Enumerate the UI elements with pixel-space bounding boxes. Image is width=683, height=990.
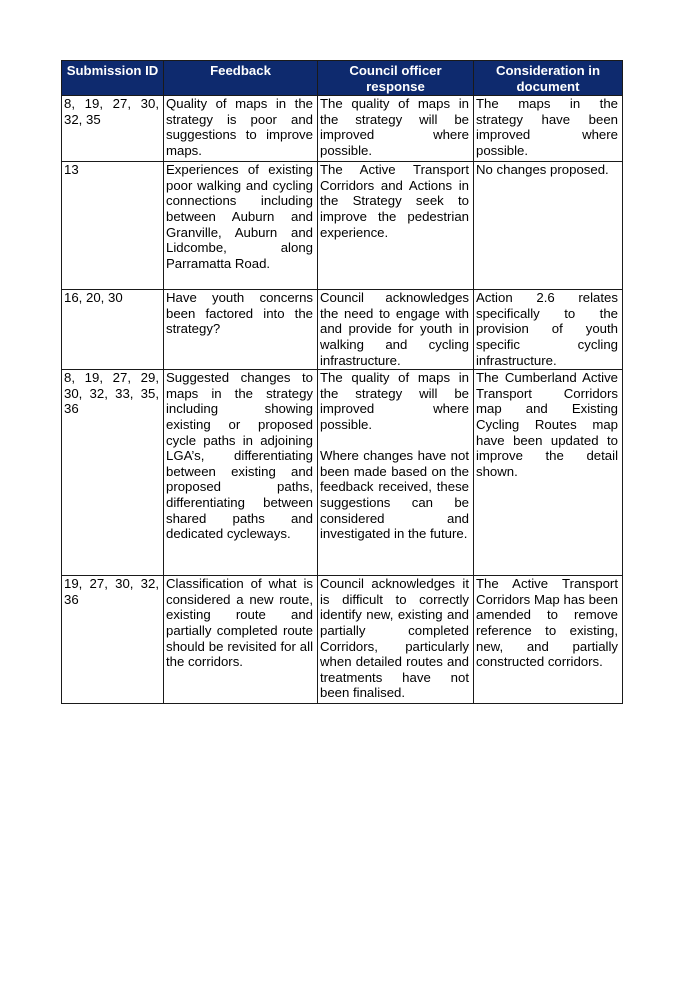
header-council-officer-response: Council officer response — [317, 59, 474, 97]
table-row: 13 Experiences of existing poor walking … — [61, 161, 623, 291]
consideration-cell: No changes proposed. — [473, 161, 623, 291]
feedback-table: Submission ID Feedback Council officer r… — [61, 59, 623, 705]
response-paragraph: Where changes have not been made based o… — [320, 448, 469, 542]
table-row: 8, 19, 27, 30, 32, 35 Quality of maps in… — [61, 95, 623, 163]
feedback-cell: Quality of maps in the strategy is poor … — [163, 95, 318, 163]
header-submission-id: Submission ID — [61, 59, 164, 97]
consideration-cell: The Active Transport Corridors Map has b… — [473, 575, 623, 705]
submission-id-cell: 8, 19, 27, 30, 32, 35 — [61, 95, 164, 163]
feedback-cell: Suggested changes to maps in the strateg… — [163, 369, 318, 577]
submission-id-cell: 19, 27, 30, 32, 36 — [61, 575, 164, 705]
submission-id-cell: 16, 20, 30 — [61, 289, 164, 371]
consideration-cell: The Cumberland Active Transport Corridor… — [473, 369, 623, 577]
submission-id-cell: 8, 19, 27, 29, 30, 32, 33, 35, 36 — [61, 369, 164, 577]
response-cell: Council acknowledges it is difficult to … — [317, 575, 474, 705]
response-cell: The quality of maps in the strategy will… — [317, 95, 474, 163]
response-cell: The quality of maps in the strategy will… — [317, 369, 474, 577]
table-row: 16, 20, 30 Have youth concerns been fact… — [61, 289, 623, 371]
feedback-cell: Classification of what is considered a n… — [163, 575, 318, 705]
consideration-cell: Action 2.6 relates specifically to the p… — [473, 289, 623, 371]
header-consideration-in-document: Consideration in document — [473, 59, 623, 97]
table-header-row: Submission ID Feedback Council officer r… — [61, 59, 623, 97]
feedback-cell: Experiences of existing poor walking and… — [163, 161, 318, 291]
table-row: 19, 27, 30, 32, 36 Classification of wha… — [61, 575, 623, 705]
response-paragraph: The quality of maps in the strategy will… — [320, 370, 469, 432]
consideration-cell: The maps in the strategy have been impro… — [473, 95, 623, 163]
table-row: 8, 19, 27, 29, 30, 32, 33, 35, 36 Sugges… — [61, 369, 623, 577]
feedback-cell: Have youth concerns been factored into t… — [163, 289, 318, 371]
header-feedback: Feedback — [163, 59, 318, 97]
response-cell: Council acknowledges the need to engage … — [317, 289, 474, 371]
submission-id-cell: 13 — [61, 161, 164, 291]
response-cell: The Active Transport Corridors and Actio… — [317, 161, 474, 291]
